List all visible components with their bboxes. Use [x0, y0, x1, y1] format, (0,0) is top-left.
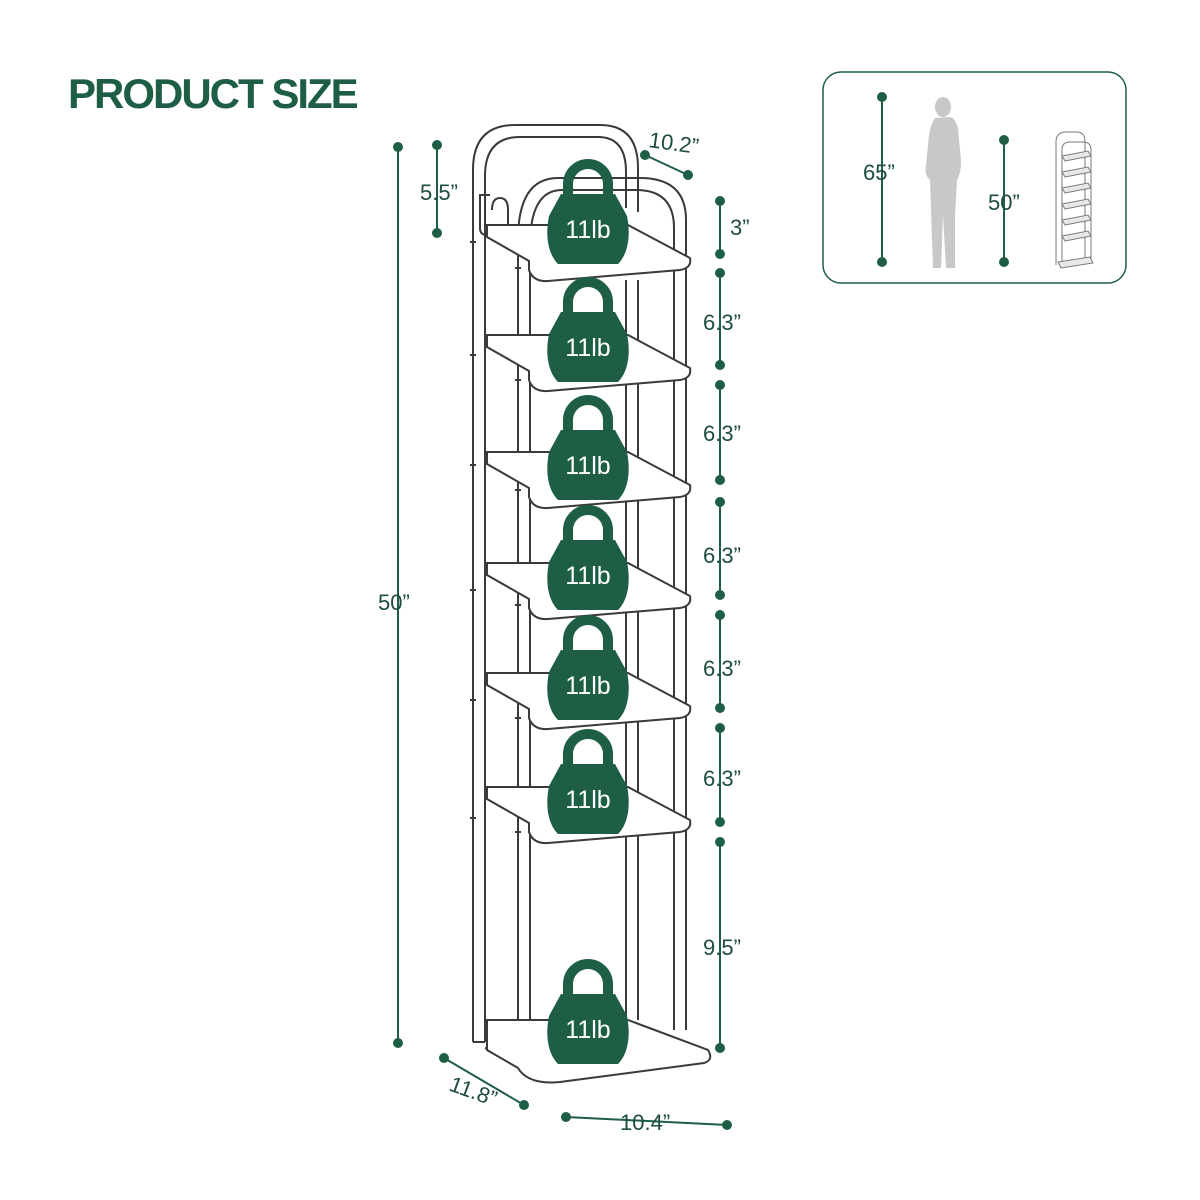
kettlebell-icon: 11lb: [547, 164, 628, 264]
top-frame-label: 5.5”: [420, 180, 458, 205]
shoe-rack-icon: [1055, 131, 1094, 269]
person-height-label: 65”: [863, 160, 895, 185]
weight-label: 11lb: [565, 562, 610, 590]
weight-icons: 11lb 11lb 11lb 11lb 11lb 11lb 11lb: [547, 164, 628, 1064]
height-comparison-inset: 65” 50”: [822, 71, 1127, 284]
weight-label: 11lb: [565, 672, 610, 700]
shelf-gap-label: 6.3”: [703, 310, 741, 335]
dimension-lines: [397, 145, 728, 1126]
weight-label: 11lb: [565, 334, 610, 362]
shelf-gap-label: 6.3”: [703, 656, 741, 681]
dimension-dots: [393, 140, 732, 1130]
kettlebell-icon: 11lb: [547, 400, 628, 500]
kettlebell-icon: 11lb: [547, 734, 628, 834]
rack-height-label: 50”: [988, 190, 1020, 215]
weight-label: 11lb: [565, 216, 610, 244]
page-title: PRODUCT SIZE: [68, 70, 358, 117]
base-depth-label: 11.8”: [446, 1071, 500, 1111]
kettlebell-icon: 11lb: [547, 620, 628, 720]
top-gap-label: 3”: [730, 215, 750, 240]
weight-label: 11lb: [565, 452, 610, 480]
shelf-gap-label: 6.3”: [703, 766, 741, 791]
shelf-gap-label: 6.3”: [703, 543, 741, 568]
shoe-rack-drawing: [470, 124, 687, 1059]
kettlebell-icon: 11lb: [547, 282, 628, 382]
kettlebell-icon: 11lb: [547, 964, 628, 1064]
top-depth-label: 10.2”: [647, 127, 700, 159]
person-silhouette-icon: [925, 97, 961, 268]
shelf-gap-label: 6.3”: [703, 421, 741, 446]
weight-label: 11lb: [565, 1016, 610, 1044]
total-height-label: 50”: [378, 590, 410, 615]
kettlebell-icon: 11lb: [547, 510, 628, 610]
base-width-label: 10.4”: [620, 1110, 670, 1135]
weight-label: 11lb: [565, 786, 610, 814]
bottom-gap-label: 9.5”: [703, 935, 741, 960]
